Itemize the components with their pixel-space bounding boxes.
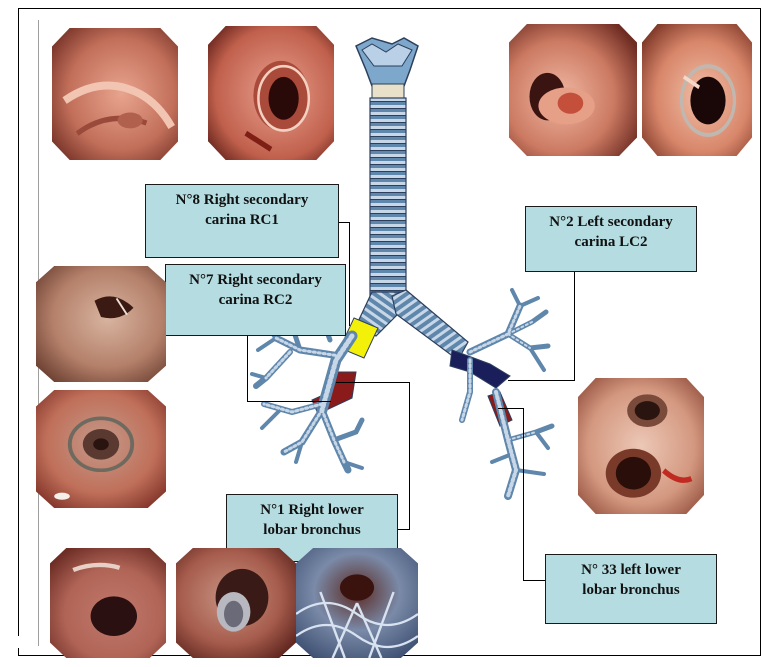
endoscopic-photo [208,26,334,160]
endoscopic-photo [578,378,704,514]
label-n7-line1: N°7 Right secondary [166,270,345,290]
leader-n2 [508,380,575,381]
label-n33-left-lower-lobar-bronchus: N° 33 left lower lobar bronchus [545,554,717,624]
label-n8-right-secondary-carina-rc1: N°8 Right secondary carina RC1 [145,184,339,258]
endoscopic-photo [50,548,166,658]
leader-n33 [523,408,524,580]
leader-n1 [409,382,410,530]
endoscopic-photo [296,548,418,658]
label-n33-line2: lobar bronchus [546,580,716,600]
label-n2-line1: N°2 Left secondary [526,212,696,232]
left-main-bronchus [392,290,468,360]
label-n7-right-secondary-carina-rc2: N°7 Right secondary carina RC2 [165,264,346,336]
label-n1-line1: N°1 Right lower [227,500,397,520]
lc2-marker [450,350,510,388]
leader-n8 [349,222,350,326]
label-n2-left-secondary-carina-lc2: N°2 Left secondary carina LC2 [525,206,697,272]
label-n1-line2: lobar bronchus [227,520,397,540]
endoscopic-photo [36,390,166,508]
leader-n33 [523,580,545,581]
label-n8-line2: carina RC1 [146,210,338,230]
leader-n1 [398,529,410,530]
endoscopic-photo [642,24,752,156]
label-n33-line1: N° 33 left lower [546,560,716,580]
leader-n7 [247,336,248,402]
endoscopic-photo [176,548,296,658]
larynx [356,38,418,98]
label-n7-line2: carina RC2 [166,290,345,310]
endoscopic-photo [36,266,166,382]
endoscopic-photo [52,28,178,160]
trachea [370,98,406,298]
endoscopic-photo [509,24,637,156]
label-n8-line1: N°8 Right secondary [146,190,338,210]
label-n2-line2: carina LC2 [526,232,696,252]
leader-n7 [247,401,331,402]
left-branches [462,290,552,496]
leader-n33 [498,408,524,409]
leader-n1 [336,382,410,383]
leader-n2 [574,272,575,380]
